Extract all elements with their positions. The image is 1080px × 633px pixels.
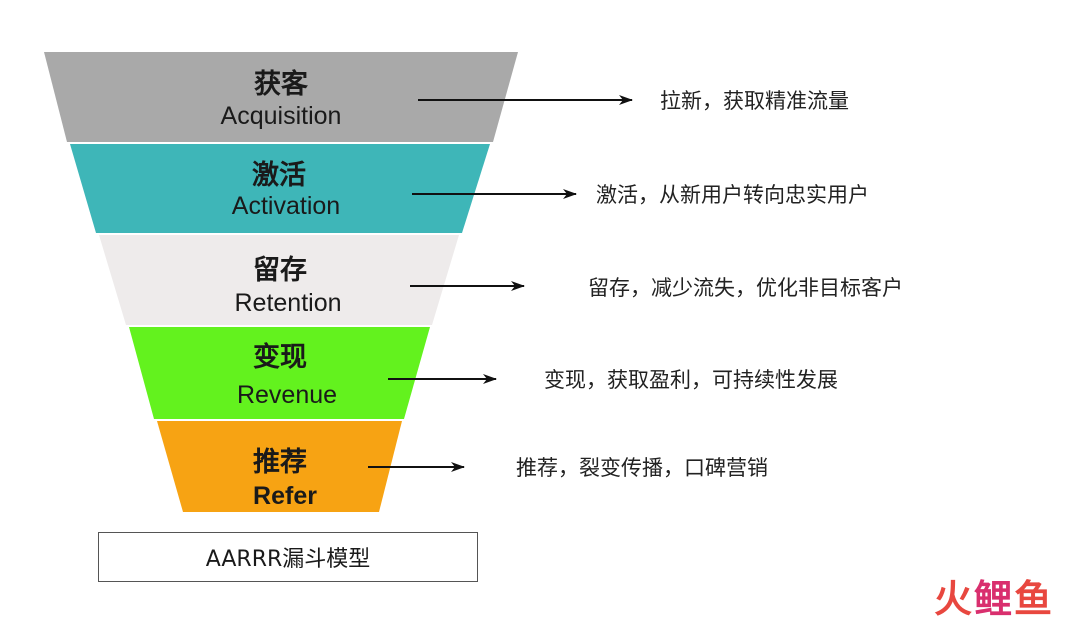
funnel-segment-revenue [129,327,430,419]
stage-en-label: Revenue [237,381,337,409]
funnel-segment-retention [99,235,459,325]
funnel-segment-activation [70,144,490,233]
stage-zh-label: 获客 [254,68,309,100]
stage-description: 变现，获取盈利，可持续性发展 [544,368,838,392]
stage-en-label: Refer [253,482,317,510]
diagram-caption: AARRR漏斗模型 [98,532,478,582]
stage-description: 拉新，获取精准流量 [660,89,849,113]
stage-zh-label: 推荐 [253,447,307,478]
funnel-stage-revenue: 变现 Revenue 变现，获取盈利，可持续性发展 [129,327,838,419]
funnel-stage-retention: 留存 Retention 留存，减少流失，优化非目标客户 [99,235,903,325]
funnel-stage-activation: 激活 Activation 激活，从新用户转向忠实用户 [70,144,869,233]
watermark-logo: 火鲤鱼 [934,568,1054,623]
funnel-segment-acquisition [44,52,518,142]
stage-description: 激活，从新用户转向忠实用户 [596,183,869,207]
funnel-stage-refer: 推荐 Refer 推荐，裂变传播，口碑营销 [157,421,768,512]
stage-zh-label: 变现 [253,341,307,373]
watermark-char: 鱼 [1013,577,1054,621]
stage-description: 留存，减少流失，优化非目标客户 [588,276,903,300]
stage-en-label: Retention [234,289,341,317]
stage-zh-label: 留存 [253,255,307,286]
stage-zh-label: 激活 [252,159,306,191]
funnel-stage-acquisition: 获客 Acquisition 拉新，获取精准流量 [44,52,849,142]
watermark-char: 鲤 [973,577,1014,621]
stage-en-label: Acquisition [221,102,342,130]
watermark-char: 火 [933,577,974,621]
stage-description: 推荐，裂变传播，口碑营销 [516,456,768,480]
stage-en-label: Activation [232,192,340,220]
funnel-segment-refer [157,421,402,512]
